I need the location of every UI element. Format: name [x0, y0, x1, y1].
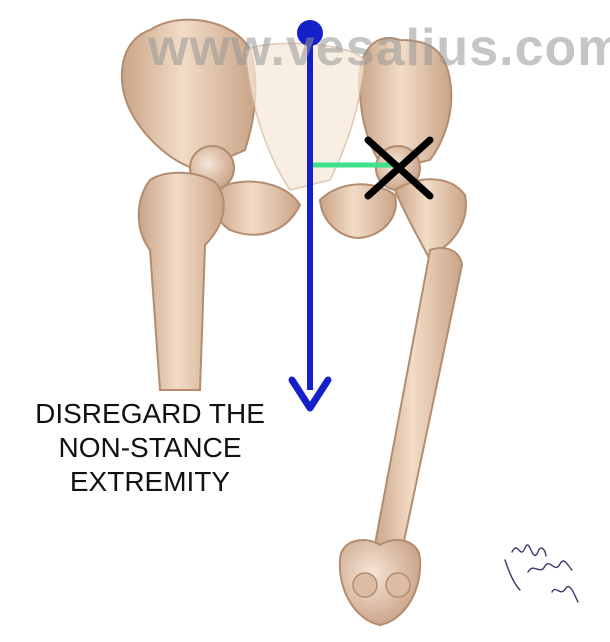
pubic-region [213, 182, 300, 235]
annotation-line-2: NON-STANCE [0, 432, 300, 464]
signature [505, 545, 578, 602]
left-femur [139, 173, 224, 390]
pubic-region-right [320, 184, 396, 238]
annotation-line-3: EXTREMITY [0, 466, 300, 498]
right-femur-neck [395, 179, 466, 260]
watermark-text: www.vesalius.com [148, 18, 610, 78]
annotation-line-1: DISREGARD THE [0, 398, 300, 430]
right-femur-shaft [372, 248, 462, 571]
